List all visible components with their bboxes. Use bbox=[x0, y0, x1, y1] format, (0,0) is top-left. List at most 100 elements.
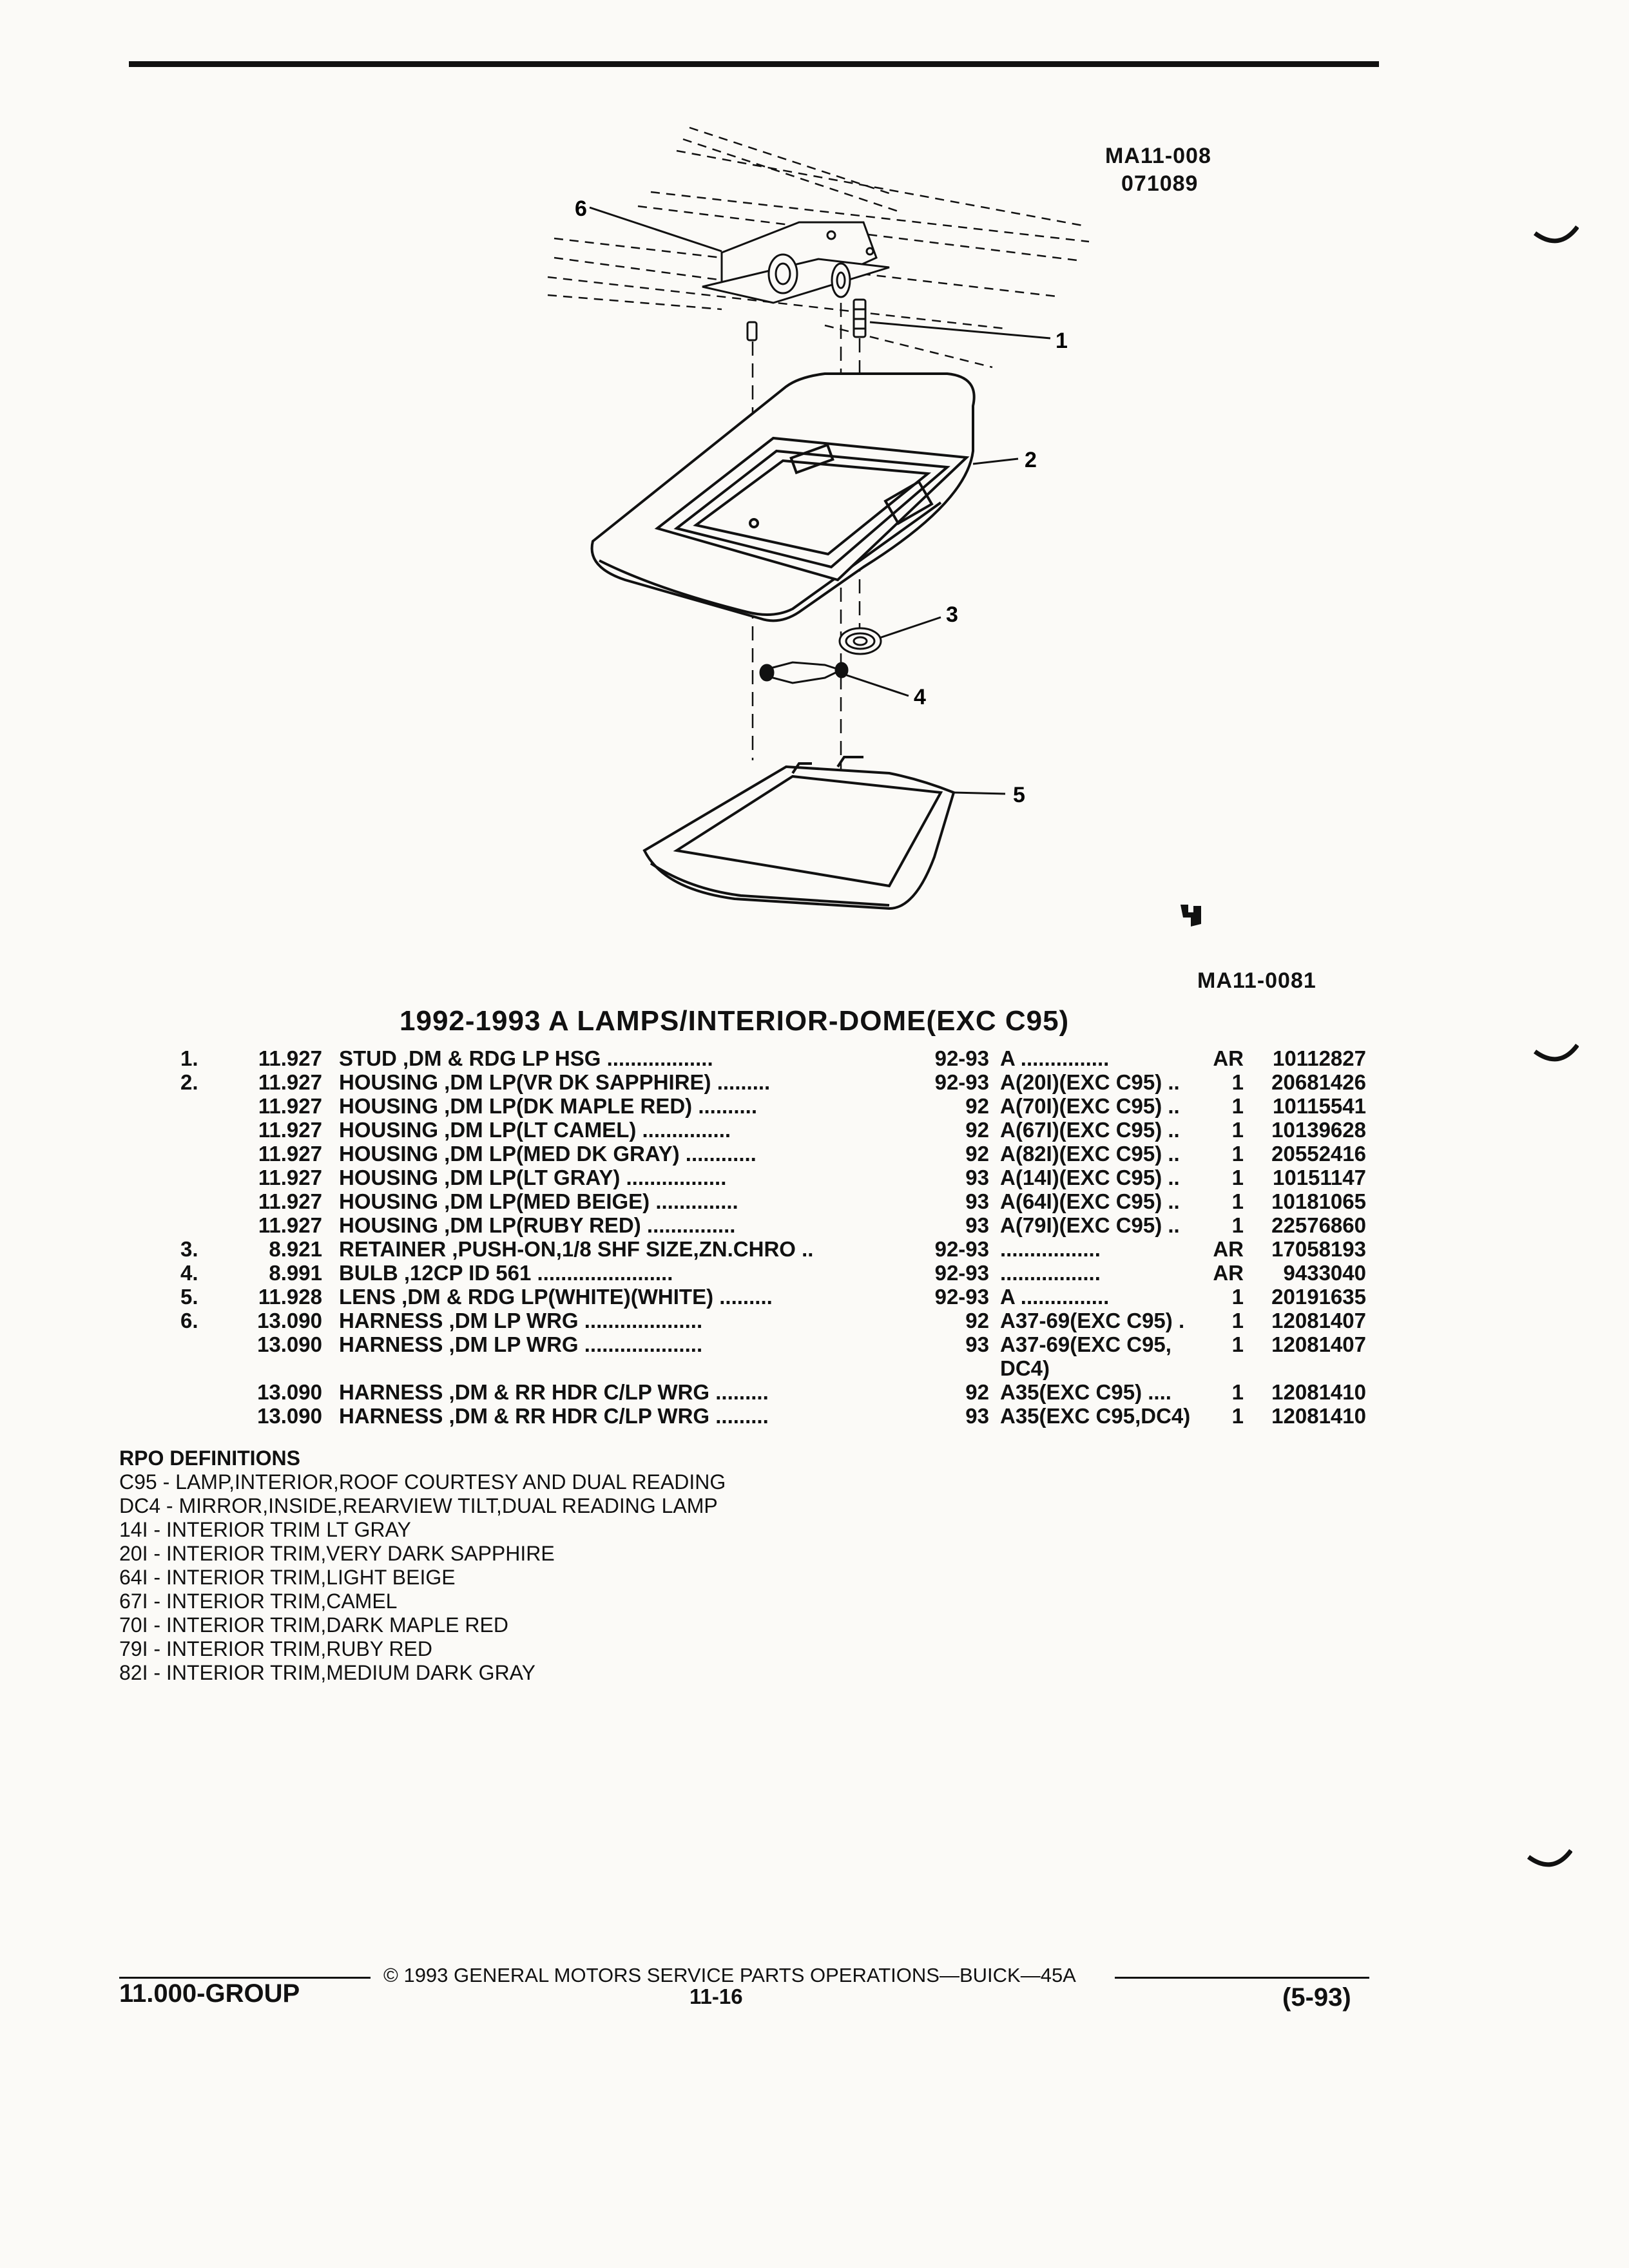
group-number: 11.927 bbox=[258, 1046, 322, 1070]
rpo-item: 64I - INTERIOR TRIM,LIGHT BEIGE bbox=[119, 1566, 456, 1589]
part-number: 10151147 bbox=[1272, 1166, 1366, 1189]
part-description: LENS ,DM & RDG LP(WHITE)(WHITE) ........… bbox=[339, 1285, 773, 1309]
part-description: HOUSING ,DM LP(LT CAMEL) ............... bbox=[339, 1118, 731, 1142]
part-description: STUD ,DM & RDG LP HSG .................. bbox=[339, 1046, 713, 1070]
part-number: 20191635 bbox=[1271, 1285, 1366, 1309]
callout-4: 4 bbox=[914, 685, 926, 709]
bulb bbox=[759, 661, 849, 684]
dome-lamp-exploded-diagram: 6 1 2 3 4 5 bbox=[547, 126, 1090, 910]
quantity: 1 bbox=[1231, 1070, 1244, 1094]
callout-3: 3 bbox=[946, 602, 958, 627]
quantity: 1 bbox=[1231, 1285, 1244, 1309]
application: A(20I)(EXC C95) .. bbox=[1000, 1070, 1180, 1094]
part-description: HOUSING ,DM LP(VR DK SAPPHIRE) ......... bbox=[339, 1070, 771, 1094]
application: ................. bbox=[1000, 1237, 1101, 1261]
part-number: 10181065 bbox=[1271, 1189, 1366, 1213]
model-years: 92-93 bbox=[934, 1285, 989, 1309]
quantity: 1 bbox=[1231, 1166, 1244, 1189]
rpo-definitions: RPO DEFINITIONS C95 - LAMP,INTERIOR,ROOF… bbox=[119, 1446, 726, 1685]
application: A(70I)(EXC C95) .. bbox=[1000, 1094, 1180, 1118]
part-description: HARNESS ,DM LP WRG .................... bbox=[339, 1309, 703, 1332]
rpo-item: 70I - INTERIOR TRIM,DARK MAPLE RED bbox=[119, 1613, 508, 1637]
scan-mark-icon bbox=[1534, 226, 1579, 244]
part-number: 17058193 bbox=[1271, 1237, 1366, 1261]
callout-6: 6 bbox=[575, 197, 587, 221]
application: A ............... bbox=[1000, 1285, 1110, 1309]
part-description: HARNESS ,DM LP WRG .................... bbox=[339, 1332, 703, 1356]
group-number: 13.090 bbox=[257, 1332, 322, 1356]
leader-lines bbox=[589, 206, 1051, 795]
model-years: 92 bbox=[965, 1094, 989, 1118]
quantity: 1 bbox=[1231, 1380, 1244, 1404]
rpo-item: 79I - INTERIOR TRIM,RUBY RED bbox=[119, 1637, 432, 1660]
group-label: 11.000-GROUP bbox=[119, 1979, 300, 2008]
quantity: 1 bbox=[1231, 1142, 1244, 1166]
part-description: RETAINER ,PUSH-ON,1/8 SHF SIZE,ZN.CHRO .… bbox=[339, 1237, 814, 1261]
application-continued: DC4) bbox=[1000, 1356, 1050, 1380]
application: A(67I)(EXC C95) .. bbox=[1000, 1118, 1180, 1142]
part-number: 12081410 bbox=[1271, 1404, 1366, 1428]
callout-2: 2 bbox=[1025, 448, 1037, 472]
quantity: AR bbox=[1213, 1237, 1244, 1261]
callout-1: 1 bbox=[1055, 329, 1068, 353]
group-number: 13.090 bbox=[257, 1309, 322, 1332]
rpo-item: 14I - INTERIOR TRIM LT GRAY bbox=[119, 1518, 411, 1541]
mounting-bracket bbox=[702, 221, 890, 304]
part-description: HOUSING ,DM LP(MED BEIGE) .............. bbox=[339, 1189, 738, 1213]
lens bbox=[642, 756, 956, 910]
part-number: 22576860 bbox=[1271, 1213, 1366, 1237]
quantity: AR bbox=[1213, 1046, 1244, 1070]
quantity: AR bbox=[1213, 1261, 1244, 1285]
part-number: 9433040 bbox=[1283, 1261, 1366, 1285]
quantity: 1 bbox=[1231, 1213, 1244, 1237]
application: A(64I)(EXC C95) .. bbox=[1000, 1189, 1180, 1213]
group-number: 11.927 bbox=[258, 1142, 322, 1166]
model-years: 93 bbox=[965, 1213, 989, 1237]
application: A35(EXC C95,DC4) bbox=[1000, 1404, 1191, 1428]
quantity: 1 bbox=[1231, 1189, 1244, 1213]
part-number: 10139628 bbox=[1271, 1118, 1366, 1142]
application: A(79I)(EXC C95) .. bbox=[1000, 1213, 1180, 1237]
rpo-item: DC4 - MIRROR,INSIDE,REARVIEW TILT,DUAL R… bbox=[119, 1494, 718, 1517]
item-number: 5. bbox=[180, 1285, 198, 1309]
rpo-title: RPO DEFINITIONS bbox=[119, 1446, 300, 1470]
part-number: 12081410 bbox=[1271, 1380, 1366, 1404]
quantity: 1 bbox=[1231, 1309, 1244, 1332]
model-years: 93 bbox=[965, 1166, 989, 1189]
rpo-list: C95 - LAMP,INTERIOR,ROOF COURTESY AND DU… bbox=[119, 1470, 726, 1685]
model-years: 93 bbox=[965, 1404, 989, 1428]
rpo-item: C95 - LAMP,INTERIOR,ROOF COURTESY AND DU… bbox=[119, 1470, 726, 1494]
group-number: 13.090 bbox=[257, 1380, 322, 1404]
part-number: 12081407 bbox=[1271, 1332, 1366, 1356]
item-number: 4. bbox=[180, 1261, 198, 1285]
retainer bbox=[838, 627, 882, 655]
part-number: 12081407 bbox=[1271, 1309, 1366, 1332]
item-number: 3. bbox=[180, 1237, 198, 1261]
part-description: HOUSING ,DM LP(RUBY RED) ............... bbox=[339, 1213, 736, 1237]
figure-mark-icon bbox=[1181, 905, 1201, 927]
part-number: 10112827 bbox=[1272, 1046, 1366, 1070]
group-number: 8.921 bbox=[269, 1237, 322, 1261]
quantity: 1 bbox=[1231, 1404, 1244, 1428]
application: A(14I)(EXC C95) .. bbox=[1000, 1166, 1180, 1189]
group-number: 11.927 bbox=[258, 1166, 322, 1189]
footer-rule-left bbox=[119, 1977, 371, 1979]
group-number: 11.927 bbox=[258, 1070, 322, 1094]
item-number: 2. bbox=[180, 1070, 198, 1094]
scan-mark-icon bbox=[1534, 1044, 1579, 1062]
application: A35(EXC C95) .... bbox=[1000, 1380, 1171, 1404]
model-years: 92 bbox=[965, 1118, 989, 1142]
model-years: 92 bbox=[965, 1142, 989, 1166]
part-description: BULB ,12CP ID 561 ......................… bbox=[339, 1261, 673, 1285]
figure-ref: MA11-0081 bbox=[1197, 968, 1316, 993]
part-description: HARNESS ,DM & RR HDR C/LP WRG ......... bbox=[339, 1404, 769, 1428]
callout-5: 5 bbox=[1013, 783, 1025, 807]
part-number: 20681426 bbox=[1271, 1070, 1366, 1094]
quantity: 1 bbox=[1231, 1118, 1244, 1142]
model-years: 92-93 bbox=[934, 1070, 989, 1094]
application: A(82I)(EXC C95) .. bbox=[1000, 1142, 1180, 1166]
group-number: 13.090 bbox=[257, 1404, 322, 1428]
model-years: 93 bbox=[965, 1189, 989, 1213]
rpo-item: 20I - INTERIOR TRIM,VERY DARK SAPPHIRE bbox=[119, 1542, 555, 1565]
page-title: 1992-1993 A LAMPS/INTERIOR-DOME(EXC C95) bbox=[400, 1005, 1070, 1037]
